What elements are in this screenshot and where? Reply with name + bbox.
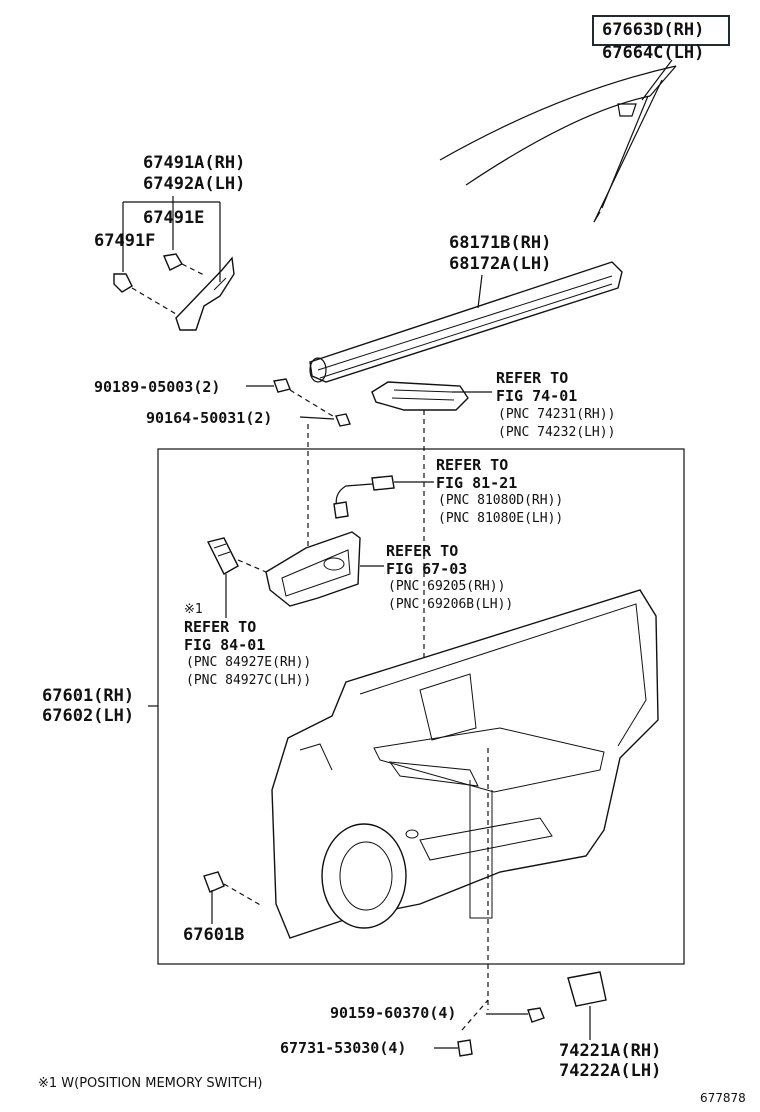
part-label-screw-2[interactable]: 90164-50031(2) [146,409,273,427]
part-label-screw-3[interactable]: 90159-60370(4) [330,1004,457,1022]
memory-switch [206,537,239,575]
ref-fig84-title: REFER TO [184,618,257,636]
inside-handle [265,531,361,607]
ref-fig67-title: REFER TO [386,542,459,560]
footnote: ※1 W(POSITION MEMORY SWITCH) [38,1076,263,1091]
ref-fig84-link[interactable]: FIG 84-01 [184,636,266,654]
ref-fig84-mark: ※1 [184,602,203,617]
armrest-bracket [175,256,235,331]
highlight-box [592,15,730,46]
ref-fig67-pnc-lh: (PNC 69206B(LH)) [388,597,514,612]
belt-weatherstrip [309,261,623,383]
part-label-weatherstrip-lh[interactable]: 68172A(LH) [449,254,552,274]
ref-fig74-pnc-rh: (PNC 74231(RH)) [498,407,616,422]
window-switch [371,381,469,411]
ref-fig81-link[interactable]: FIG 81-21 [436,474,518,492]
part-label-screw-4[interactable]: 67731-53030(4) [280,1039,407,1057]
ref-fig67-pnc-rh: (PNC 69205(RH)) [388,579,506,594]
door-trim-panel [271,589,659,939]
part-label-pocket-rh[interactable]: 74221A(RH) [559,1041,662,1061]
ref-fig67-link[interactable]: FIG 67-03 [386,560,468,578]
part-label-armrest-f[interactable]: 67491F [94,231,156,251]
part-label-trim-rh[interactable]: 67601(RH) [42,686,135,706]
ref-fig81-title: REFER TO [436,456,509,474]
ref-fig84-pnc-rh: (PNC 84927E(RH)) [186,655,312,670]
part-label-weatherstrip-rh[interactable]: 68171B(RH) [449,233,552,253]
part-label-moulding-rh[interactable]: 67663D(RH) [602,20,705,40]
part-label-clip[interactable]: 67601B [183,925,245,945]
window-moulding [439,65,677,223]
part-label-pocket-lh[interactable]: 74222A(LH) [559,1061,662,1081]
diagram-id: 677878 [700,1091,746,1105]
ref-fig81-pnc-lh: (PNC 81080E(LH)) [438,511,564,526]
part-label-screw-1[interactable]: 90189-05003(2) [94,378,221,396]
ref-fig81-pnc-rh: (PNC 81080D(RH)) [438,493,564,508]
part-label-armrest-rh[interactable]: 67491A(RH) [143,153,246,173]
ref-fig74-pnc-lh: (PNC 74232(LH)) [498,425,616,440]
part-label-armrest-lh[interactable]: 67492A(LH) [143,174,246,194]
ref-fig74-link[interactable]: FIG 74-01 [496,387,578,405]
ref-fig84-pnc-lh: (PNC 84927C(LH)) [186,673,312,688]
part-label-trim-lh[interactable]: 67602(LH) [42,706,135,726]
part-label-armrest-e[interactable]: 67491E [143,208,205,228]
ref-fig74-title: REFER TO [496,369,569,387]
part-label-moulding-lh[interactable]: 67664C(LH) [602,43,705,63]
